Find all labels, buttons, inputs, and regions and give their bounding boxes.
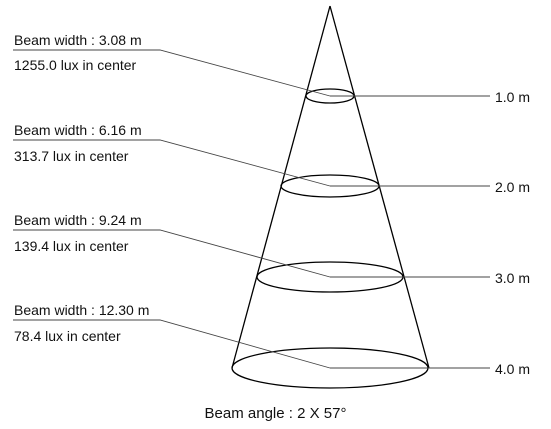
beam-angle-caption: Beam angle : 2 X 57° [204,405,347,422]
beam-width-label-2m: Beam width : 6.16 m [14,122,142,138]
distance-label-2m: 2.0 m [495,179,531,195]
lux-label-3m: 139.4 lux in center [14,238,129,254]
left-leader-3m [13,229,331,278]
lux-label-1m: 1255.0 lux in center [14,57,137,73]
distance-label-1m: 1.0 m [495,89,531,105]
left-leader-2m [13,139,331,187]
left-leader-1m [13,49,331,97]
distance-label-3m: 3.0 m [495,270,531,286]
beam-width-label-1m: Beam width : 3.08 m [14,32,142,48]
distance-label-4m: 4.0 m [495,361,531,377]
beam-width-label-4m: Beam width : 12.30 m [14,302,150,318]
beam-width-label-3m: Beam width : 9.24 m [14,212,142,228]
lux-label-4m: 78.4 lux in center [14,328,121,344]
left-leader-4m [13,319,331,369]
lux-label-2m: 313.7 lux in center [14,148,129,164]
